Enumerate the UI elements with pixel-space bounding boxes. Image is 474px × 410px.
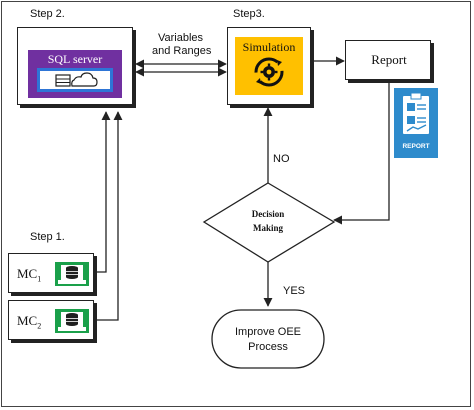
machine-mc1-subscript: 1: [37, 274, 42, 284]
improve-label-line1: Improve OEE: [234, 326, 302, 338]
report-box: Report: [345, 40, 431, 80]
simulation-box: Simulation: [227, 27, 311, 105]
no-branch-label: NO: [273, 153, 290, 165]
report-icon: REPORT: [394, 88, 438, 158]
machine-mc2-box: MC2: [8, 300, 94, 340]
yes-branch-label: YES: [283, 285, 306, 297]
decision-label-line2: Making: [252, 223, 283, 233]
improve-label-line2: Process: [248, 341, 288, 353]
database-icon: [55, 309, 89, 333]
machine-mc1-box: MC1: [8, 253, 94, 293]
server-cloud-icon: [55, 72, 98, 87]
clipboard-chart-icon: [403, 92, 429, 134]
improve-oee-shape: [211, 309, 325, 369]
sql-server-box: SQL server: [17, 27, 133, 105]
simulation-panel: Simulation: [235, 37, 303, 95]
machine-mc2-subscript: 2: [37, 321, 42, 331]
exchange-label-line1: Variables: [158, 32, 204, 44]
simulation-label: Simulation: [242, 40, 296, 54]
step2-label: Step 2.: [30, 8, 65, 20]
sql-server-banner: SQL server: [28, 50, 122, 98]
report-label: Report: [371, 52, 407, 67]
step1-label: Step 1.: [30, 231, 65, 243]
exchange-label-line2: and Ranges: [152, 45, 212, 57]
report-icon-caption: REPORT: [402, 143, 430, 150]
step3-label: Step3.: [233, 8, 265, 20]
sql-simulation-arrows: [135, 59, 227, 77]
machine-mc1-name: MC: [17, 266, 38, 281]
gear-cycle-icon: [254, 57, 284, 87]
decision-diamond: [202, 182, 336, 263]
sql-server-label: SQL server: [47, 52, 103, 66]
machine-mc1-label: MC1: [17, 266, 41, 284]
database-icon: [55, 262, 89, 286]
decision-label-line1: Decision: [251, 209, 285, 219]
mc2-to-sql-arrow: [94, 111, 123, 321]
machine-mc2-name: MC: [17, 313, 38, 328]
report-to-decision-arrow: [333, 82, 390, 225]
mc1-to-sql-arrow: [94, 111, 111, 273]
machine-mc2-label: MC2: [17, 313, 41, 331]
